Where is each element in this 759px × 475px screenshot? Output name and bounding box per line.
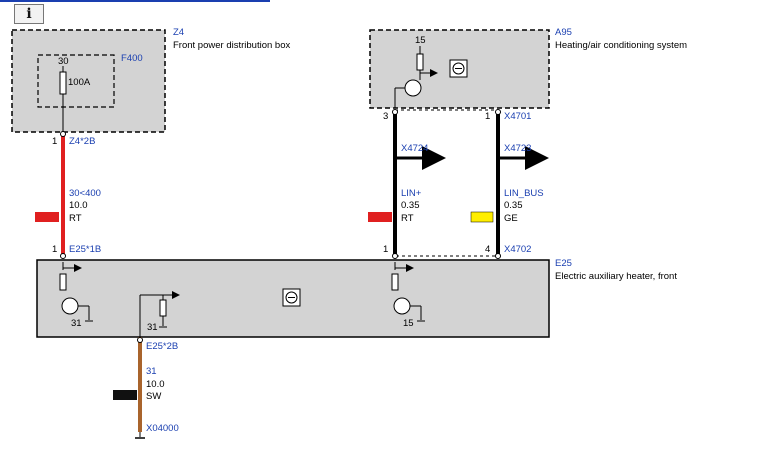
wire-30-400-name: 30<400 — [69, 188, 101, 199]
z4-box — [11, 29, 166, 133]
f400-id: F400 — [121, 53, 143, 64]
a95-resistor — [416, 53, 424, 71]
e25-pin-lin: 1 — [383, 244, 388, 255]
e25-ground-31-mid: 31 — [147, 322, 158, 333]
e25-pin-4: 4 — [485, 244, 490, 255]
wire-color-swatch-ge — [470, 211, 494, 223]
f400-rating: 100A — [68, 77, 91, 88]
wire-31-name: 31 — [146, 366, 157, 377]
wire-bundle-outline — [394, 109, 499, 257]
z4-name: Front power distribution box — [173, 40, 290, 51]
a95-connector: X4701 — [504, 111, 531, 122]
e25-id: E25 — [555, 258, 572, 269]
a95-id: A95 — [555, 27, 572, 38]
z4-connector: Z4*2B — [69, 136, 95, 147]
a95-pin-15: 15 — [415, 35, 426, 46]
info-button[interactable]: i — [14, 4, 44, 24]
wire-lin-bus-name: LIN_BUS — [504, 188, 544, 199]
a95-pin-1: 1 — [485, 111, 490, 122]
a95-transistor — [404, 79, 422, 97]
wire-30-400-gauge: 10.0 — [69, 200, 88, 211]
wire-lin-plus-color: RT — [401, 213, 414, 224]
wire-lin-bus-color: GE — [504, 213, 518, 224]
e25-connector-1: E25*1B — [69, 244, 101, 255]
wire-31-gauge: 10.0 — [146, 379, 165, 390]
top-link-underline — [0, 0, 270, 2]
wire-color-swatch-rt — [35, 212, 59, 222]
wire-color-swatch-lin-plus — [368, 212, 392, 222]
wire-31-color: SW — [146, 391, 161, 402]
e25-connector-right: X4702 — [504, 244, 531, 255]
x4724-label: X4724 — [401, 143, 428, 154]
e25-pin-1: 1 — [52, 244, 57, 255]
fuse-f400 — [59, 71, 67, 95]
a95-name: Heating/air conditioning system — [555, 40, 687, 51]
e25-pin-15: 15 — [403, 318, 414, 329]
e25-transistor-left — [61, 297, 79, 315]
e25-connector-2: E25*2B — [146, 341, 178, 352]
a95-pin-3: 3 — [383, 111, 388, 122]
z4-id: Z4 — [173, 27, 184, 38]
e25-transistor-right — [393, 297, 411, 315]
wire-lin-bus-gauge: 0.35 — [504, 200, 523, 211]
x4723-label: X4723 — [504, 143, 531, 154]
ground-point-id: X04000 — [146, 423, 179, 434]
f400-pin: 30 — [58, 56, 69, 67]
wire-30-400-color: RT — [69, 213, 82, 224]
e25-ground-31-left: 31 — [71, 318, 82, 329]
wire-lin-plus-name: LIN+ — [401, 188, 422, 199]
e25-name: Electric auxiliary heater, front — [555, 271, 677, 282]
z4-pin-1: 1 — [52, 136, 57, 147]
wire-color-swatch-sw — [113, 390, 137, 400]
wire-lin-plus-gauge: 0.35 — [401, 200, 420, 211]
info-icon: i — [26, 6, 32, 22]
